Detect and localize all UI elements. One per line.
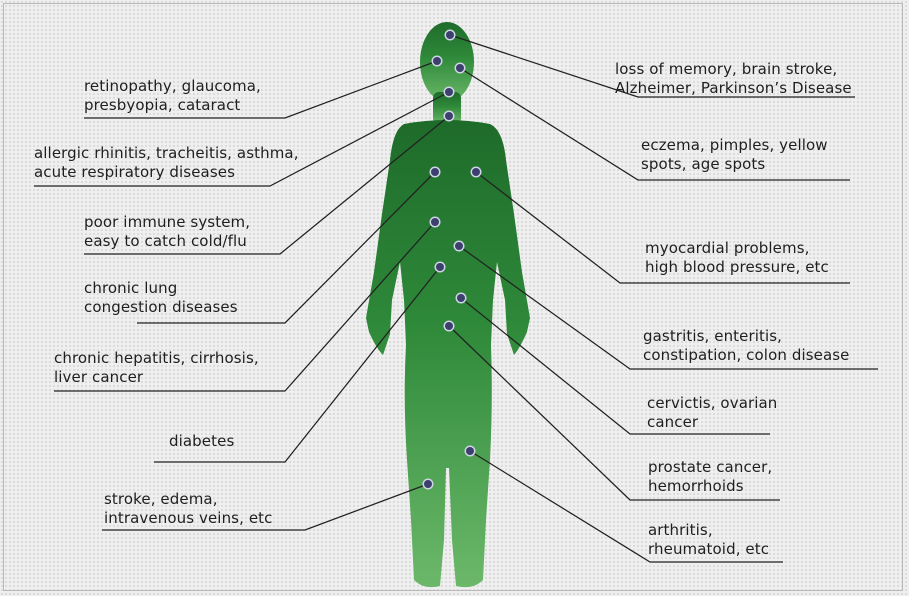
- marker-veins: [423, 479, 434, 490]
- label-ovarian: cervictis, ovarian cancer: [647, 394, 777, 432]
- marker-lung: [430, 167, 441, 178]
- label-heart: myocardial problems, high blood pressure…: [645, 239, 829, 277]
- marker-heart: [471, 167, 482, 178]
- label-veins: stroke, edema, intravenous veins, etc: [104, 490, 272, 528]
- marker-immune: [444, 111, 455, 122]
- label-prostate: prostate cancer, hemorrhoids: [648, 458, 772, 496]
- marker-joints: [465, 446, 476, 457]
- marker-eyes: [432, 56, 443, 67]
- label-eyes: retinopathy, glaucoma, presbyopia, catar…: [84, 77, 261, 115]
- marker-prostate: [444, 321, 455, 332]
- label-digestive: gastritis, enteritis, constipation, colo…: [643, 327, 850, 365]
- marker-brain: [445, 30, 456, 41]
- marker-diabetes: [435, 262, 446, 273]
- marker-digestive: [454, 241, 465, 252]
- human-silhouette: [366, 22, 530, 587]
- label-immune: poor immune system, easy to catch cold/f…: [84, 213, 250, 251]
- marker-liver: [430, 217, 441, 228]
- label-brain: loss of memory, brain stroke, Alzheimer,…: [615, 60, 852, 98]
- label-skin: eczema, pimples, yellow spots, age spots: [641, 136, 828, 174]
- label-joints: arthritis, rheumatoid, etc: [648, 521, 769, 559]
- marker-skin: [455, 63, 466, 74]
- label-liver: chronic hepatitis, cirrhosis, liver canc…: [54, 349, 259, 387]
- marker-respiratory: [444, 87, 455, 98]
- torso-and-legs: [366, 120, 530, 587]
- label-respiratory: allergic rhinitis, tracheitis, asthma, a…: [34, 144, 299, 182]
- label-lung: chronic lung congestion diseases: [84, 279, 238, 317]
- label-diabetes: diabetes: [169, 432, 234, 451]
- marker-ovarian: [456, 293, 467, 304]
